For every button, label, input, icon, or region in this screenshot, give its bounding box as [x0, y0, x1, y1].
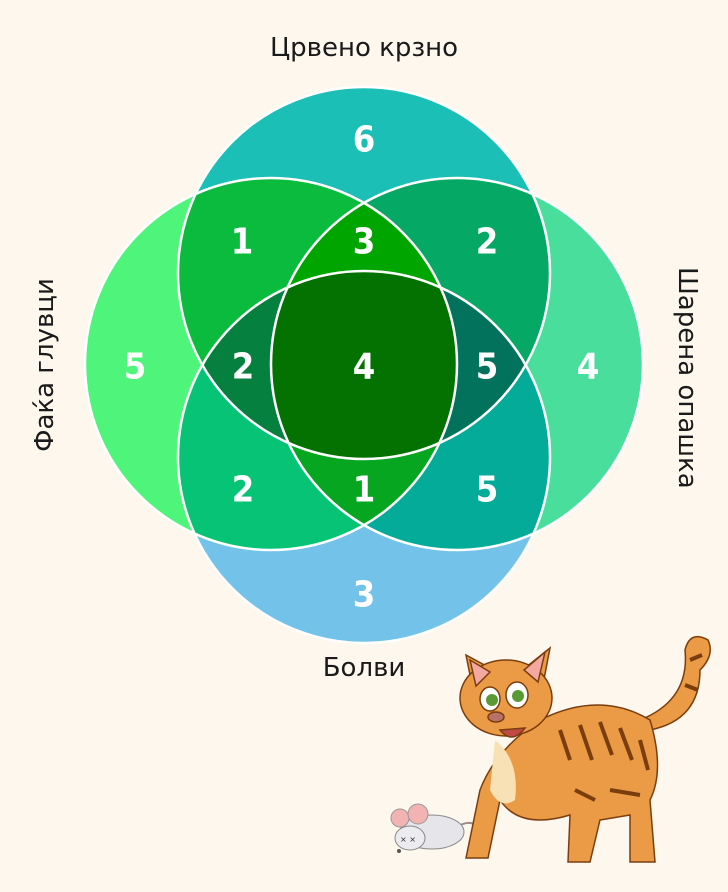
count-left-right-bottom: 1 [353, 470, 376, 511]
count-right-bottom: 5 [476, 470, 499, 511]
count-top-right: 2 [476, 222, 499, 263]
circle-outlines [83, 85, 645, 645]
count-bottom-only: 3 [353, 575, 376, 616]
set-title-catches-mice: Фаќа глувци [30, 278, 60, 452]
count-top-left-right: 3 [353, 222, 376, 263]
region-all [271, 271, 457, 459]
cat-illustration [459, 635, 711, 863]
set-title-red-fur: Црвено крзно [269, 33, 459, 63]
count-all: 4 [353, 347, 376, 388]
count-top-only: 6 [353, 120, 376, 161]
set-title-striped-tail: Шарена опашка [672, 267, 702, 489]
count-right-only: 4 [577, 347, 600, 388]
mouse-illustration: × × [390, 803, 484, 853]
count-left-bottom: 2 [232, 470, 255, 511]
count-top-left: 1 [231, 222, 254, 263]
count-top-right-bottom: 5 [476, 347, 499, 388]
count-top-left-bottom: 2 [232, 347, 255, 388]
mouse-eyes-icon: × × [400, 835, 416, 844]
count-left-only: 5 [124, 347, 147, 388]
set-title-fleas: Болви [322, 653, 406, 683]
